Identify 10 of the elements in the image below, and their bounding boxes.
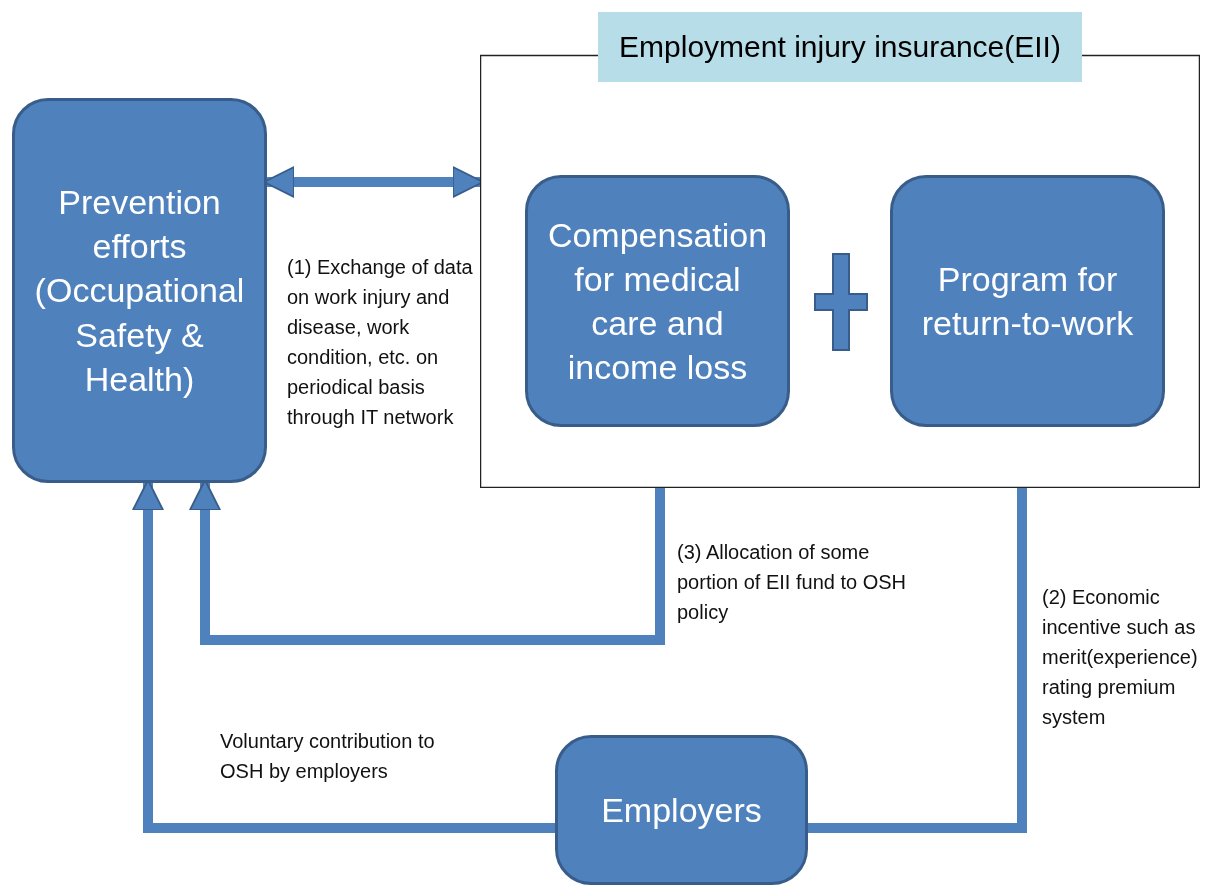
- edge-label: (1) Exchange of data on work injury and disease, work condition, etc. on periodical basis through IT network: [287, 255, 474, 430]
- edge-label: Voluntary contribution to OSH by employers: [220, 729, 436, 784]
- edge-label: (3) Allocation of some portion of EII fund to OSH policy: [677, 540, 907, 625]
- process-box: Prevention efforts (Occupational Safety & Health): [12, 98, 267, 483]
- group-title: Employment injury insurance(EII): [598, 12, 1082, 82]
- process-box: Employers: [555, 735, 808, 885]
- process-box: Program for return-to-work: [890, 175, 1165, 427]
- edge-label: (2) Economic incentive such as merit(experience) rating premium system: [1042, 585, 1199, 730]
- group-frame: [480, 12, 1200, 488]
- process-box: Compensation for medical care and income loss: [525, 175, 790, 427]
